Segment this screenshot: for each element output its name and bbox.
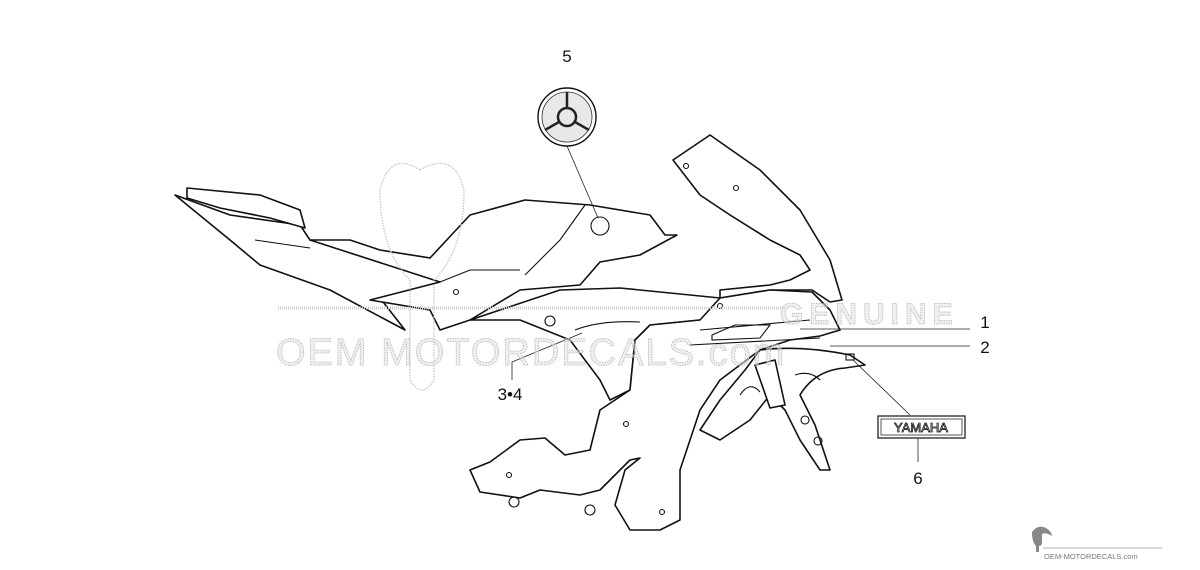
side-fairing [469,289,841,531]
tank-emblem-icon [590,216,610,236]
callout-1: 1 [980,313,989,332]
watermark-genuine: GENUINE [780,298,959,331]
watermark-bird-icon [379,162,465,391]
footer-logo-text: OEM-MOTORDECALS.com [1044,552,1138,561]
yamaha-decal: YAMAHA [877,415,966,439]
yamaha-tuning-fork-emblem [537,87,597,147]
footer-logo: OEM-MOTORDECALS.com [1032,526,1162,561]
callout-2: 2 [980,338,989,357]
tail-cowl [174,187,441,331]
watermark: GENUINE OEM MOTORDECALS.com [276,162,959,391]
tuning-fork-icon [544,92,590,132]
watermark-oem-motordecals: OEM MOTORDECALS.com [276,332,786,374]
yamaha-decal-text: YAMAHA [894,420,948,435]
upper-cowl [672,134,843,303]
callout-6: 6 [913,469,922,488]
bird-logo-icon [1032,526,1052,552]
tank-cover [309,199,678,331]
callout-3-4: 3•4 [498,385,523,404]
lower-cowl [699,347,866,471]
r1-logo-icon [711,324,772,341]
callout-5: 5 [562,47,571,66]
